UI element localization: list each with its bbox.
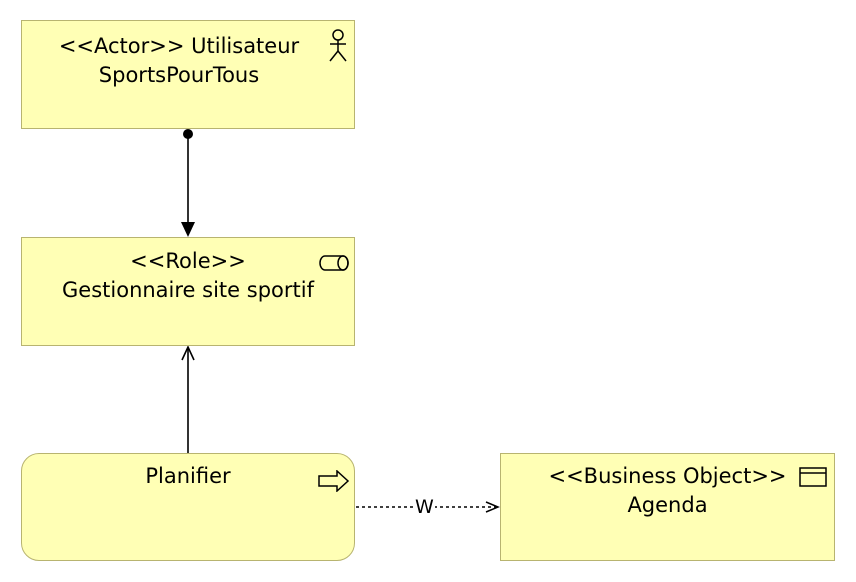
business-object-icon [799, 466, 827, 495]
role-icon [318, 251, 350, 280]
assignment-arrowhead [181, 222, 195, 237]
access-connector[interactable] [356, 501, 500, 513]
access-label: W [414, 496, 435, 518]
business-object-label: <<Business Object>> Agenda [548, 464, 787, 517]
serving-connector[interactable] [181, 345, 195, 453]
role-label: <<Role>> Gestionnaire site sportif [62, 249, 314, 302]
actor-node[interactable]: <<Actor>> Utilisateur SportsPourTous [21, 20, 355, 129]
access-arrowhead [485, 501, 500, 513]
role-node[interactable]: <<Role>> Gestionnaire site sportif [21, 237, 355, 346]
serving-arrowhead [181, 345, 195, 361]
business-object-node[interactable]: <<Business Object>> Agenda [500, 453, 835, 561]
process-arrow-icon [318, 469, 350, 500]
assignment-dot [183, 129, 193, 139]
process-label: Planifier [145, 464, 231, 488]
process-node[interactable]: Planifier [21, 453, 355, 561]
actor-label: <<Actor>> Utilisateur SportsPourTous [58, 34, 300, 87]
actor-icon [328, 29, 348, 71]
assignment-connector[interactable] [181, 129, 195, 237]
